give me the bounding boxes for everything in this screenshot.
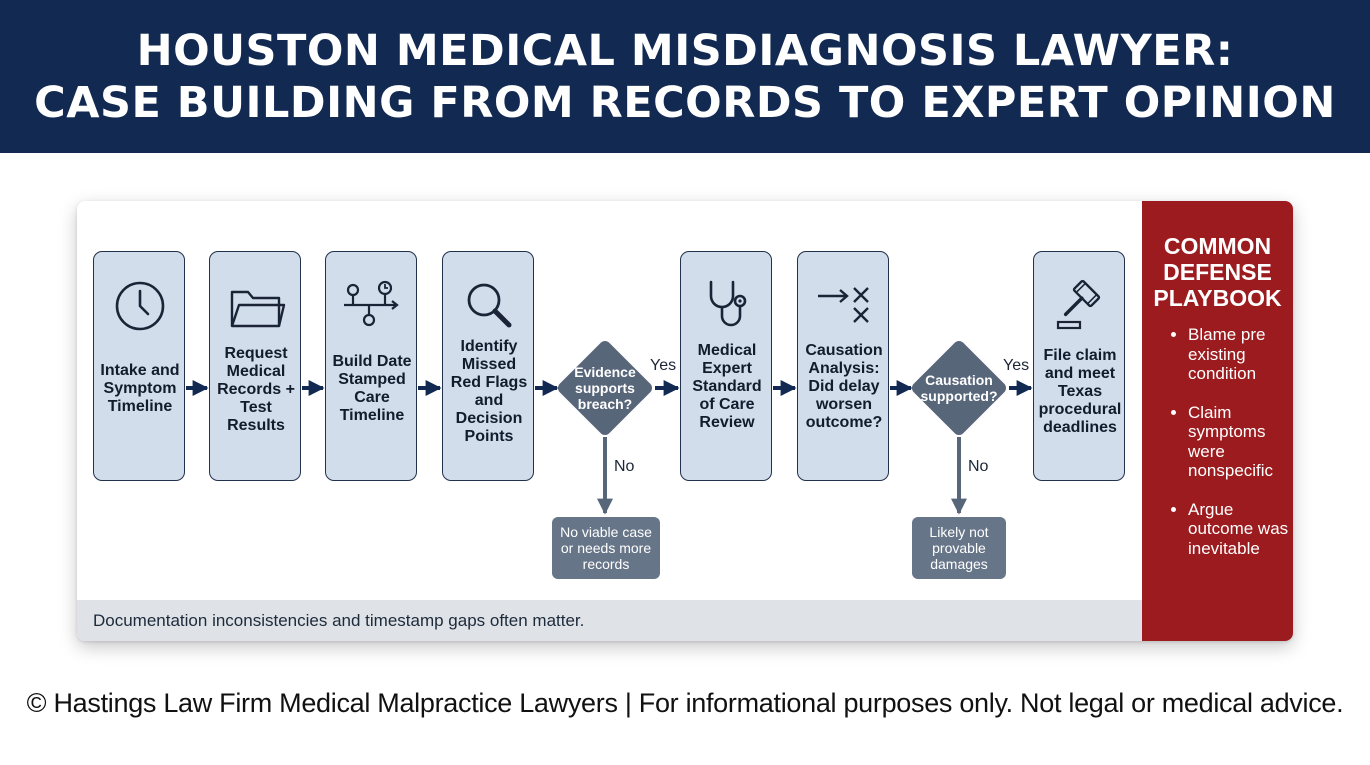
copyright-footer: © Hastings Law Firm Medical Malpractice … [26,688,1344,718]
decision-breach-no: No [614,458,635,475]
arrow-cross-icon [798,276,890,336]
clock-icon [94,276,186,336]
stethoscope-icon [681,276,773,336]
magnifier-icon [443,276,535,336]
defense-item: Blame pre existing condition [1188,325,1293,384]
documentation-note: Documentation inconsistencies and timest… [77,600,1142,641]
step-file-claim: File claim and meet Texas procedural dea… [1033,251,1125,481]
outcome-not-provable: Likely not provable damages [912,517,1006,579]
step-expert-review: Medical Expert Standard of Care Review [680,251,772,481]
step-label: File claim and meet Texas procedural dea… [1038,347,1122,436]
step-build-timeline: Build Date Stamped Care Timeline [325,251,417,481]
gavel-icon [1034,276,1126,336]
defense-title: COMMON DEFENSE PLAYBOOK [1153,233,1282,311]
step-identify-red-flags: Identify Missed Red Flags and Decision P… [442,251,534,481]
defense-playbook-panel: COMMON DEFENSE PLAYBOOK Blame pre existi… [1142,201,1293,641]
step-intake: Intake and Symptom Timeline [93,251,185,481]
defense-item: Argue outcome was inevitable [1188,500,1293,559]
decision-causation-yes: Yes [1003,357,1030,374]
defense-list: Blame pre existing condition Claim sympt… [1168,325,1293,577]
decision-breach-label: Evidence supports breach? [574,364,636,412]
step-label: Intake and Symptom Timeline [100,362,180,415]
step-label: Identify Missed Red Flags and Decision P… [450,338,528,445]
decision-causation-no: No [968,458,989,475]
timeline-icon [326,276,418,336]
title-line-1: HOUSTON MEDICAL MISDIAGNOSIS LAWYER: [136,25,1234,76]
defense-item: Claim symptoms were nonspecific [1188,403,1293,481]
outcome-no-viable-case: No viable case or needs more records [552,517,660,579]
folder-icon [210,276,302,336]
step-request-records: Request Medical Records + Test Results [209,251,301,481]
step-label: Medical Expert Standard of Care Review [692,342,762,431]
step-label: Causation Analysis: Did delay worsen out… [805,342,883,431]
step-label: Build Date Stamped Care Timeline [332,353,412,424]
step-label: Request Medical Records + Test Results [217,345,295,434]
title-banner: HOUSTON MEDICAL MISDIAGNOSIS LAWYER: CAS… [0,0,1370,153]
step-causation-analysis: Causation Analysis: Did delay worsen out… [797,251,889,481]
title-line-2: CASE BUILDING FROM RECORDS TO EXPERT OPI… [34,77,1336,128]
decision-breach-yes: Yes [650,357,677,374]
decision-causation-label: Causation supported? [920,372,998,404]
